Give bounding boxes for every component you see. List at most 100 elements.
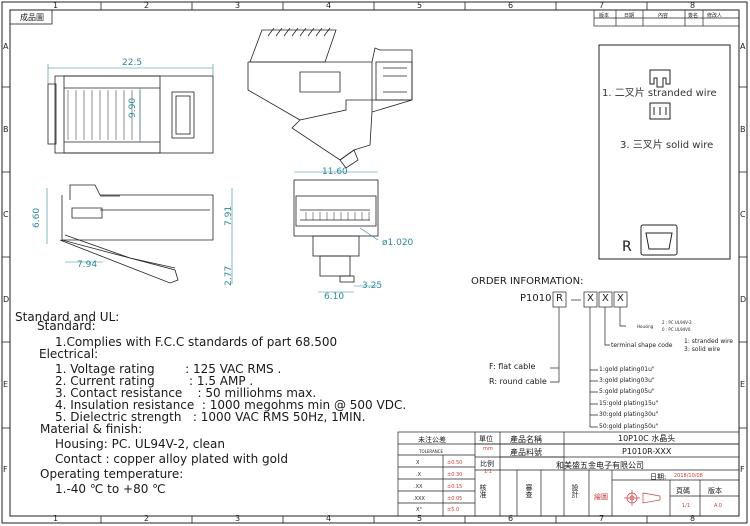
order-terminal-label: terminal shape code bbox=[611, 342, 673, 349]
tb-tol-k-3: .XXX bbox=[413, 496, 425, 502]
rev-header-version: 版本 bbox=[599, 13, 610, 19]
rev-header-date: 日期 bbox=[624, 13, 635, 19]
tb-unit-value: mm bbox=[483, 446, 493, 452]
spec-insulation: 4. Insulation resistance : 1000 megohms … bbox=[55, 398, 407, 412]
tb-tol-v-4: ±5.0 bbox=[447, 507, 460, 513]
zone-top-7: 7 bbox=[599, 1, 605, 10]
tb-name-value: 10P10C 水晶头 bbox=[618, 434, 676, 443]
dim-top-width: 22.5 bbox=[122, 58, 143, 68]
zone-side-c-right: C bbox=[740, 210, 746, 219]
tb-tol-v-0: ±0.50 bbox=[447, 460, 463, 466]
tb-unit-label: 單位 bbox=[479, 435, 493, 443]
tb-tol-k-4: X° bbox=[416, 507, 422, 513]
projection-symbol bbox=[624, 490, 661, 506]
tb-company: 和美盛五金电子有限公司 bbox=[556, 461, 644, 470]
tb-tol-v-2: ±0.15 bbox=[447, 484, 463, 490]
tb-name-label: 產品名稱 bbox=[510, 435, 542, 444]
iso-view bbox=[247, 27, 413, 169]
tb-drawing: 繪圖 bbox=[594, 493, 608, 501]
order-housing-1: 2 : PC UL94V-2 bbox=[662, 320, 692, 325]
tb-part-label: 產品料號 bbox=[510, 448, 542, 457]
tb-tol-k-1: .X bbox=[416, 472, 422, 478]
order-housing-2: 0 : PC UL94V0 bbox=[662, 327, 691, 332]
zone-top-1: 1 bbox=[53, 1, 59, 10]
zone-bottom-4: 4 bbox=[326, 514, 332, 523]
tb-scale-value: 1:1 bbox=[484, 469, 493, 475]
zone-bottom-7: 7 bbox=[599, 514, 605, 523]
spec-material-head: Material & finish: bbox=[40, 422, 143, 436]
top-view bbox=[47, 75, 214, 154]
zone-bottom-5: 5 bbox=[417, 514, 423, 523]
zone-top-8: 8 bbox=[690, 1, 696, 10]
spec-temp: 1.-40 ℃ to +80 ℃ bbox=[55, 482, 166, 496]
order-terminal-2: 3: solid wire bbox=[684, 346, 721, 353]
legend-item-3: 3. 三叉片 solid wire bbox=[620, 140, 714, 151]
order-connectors bbox=[550, 291, 628, 428]
tb-tolerance-cn: 未注公差 bbox=[418, 436, 446, 444]
title-block bbox=[397, 431, 740, 517]
tb-review: 審查 bbox=[525, 484, 533, 498]
zone-side-d-right: D bbox=[740, 295, 747, 304]
order-plating-1: 1:gold plating01u" bbox=[599, 366, 655, 373]
zone-bottom-3: 3 bbox=[235, 514, 241, 523]
order-prefix: P1010 bbox=[520, 293, 552, 304]
zone-bottom-6: 6 bbox=[508, 514, 514, 523]
tb-version-value: A.0 bbox=[714, 503, 723, 509]
dim-side-c: 2.77 bbox=[224, 265, 234, 286]
zone-side-a: A bbox=[3, 42, 9, 51]
spec-contact-resistance: 3. Contact resistance : 50 milliohms max… bbox=[55, 386, 317, 400]
order-terminal-1: 1: stranded wire bbox=[684, 338, 733, 345]
rev-header-modifier: 修改人 bbox=[707, 13, 723, 19]
spec-standard-1: 1.Complies with F.C.C standards of part … bbox=[55, 335, 338, 349]
legend-item-1: 1. 二叉片 stranded wire bbox=[602, 88, 717, 99]
tb-date-label: 日期: bbox=[650, 473, 667, 481]
spec-dielectric: 5. Dielectric strength : 1000 VAC RMS 50… bbox=[55, 410, 366, 424]
zone-bottom-1: 1 bbox=[53, 514, 59, 523]
dim-top-height: 9.90 bbox=[128, 97, 138, 118]
zone-side-a-right: A bbox=[740, 42, 746, 51]
front-view bbox=[293, 179, 379, 283]
zone-side-b: B bbox=[3, 125, 9, 134]
order-flat: F: flat cable bbox=[489, 362, 536, 371]
tb-tol-v-1: ±0.30 bbox=[447, 472, 463, 478]
tb-date-value: 2018/10/08 bbox=[674, 473, 703, 479]
tb-scale-label: 比例 bbox=[480, 460, 494, 468]
zone-side-d: D bbox=[3, 295, 10, 304]
rev-header-content: 內容 bbox=[658, 13, 669, 19]
spec-voltage: 1. Voltage rating : 125 VAC RMS . bbox=[55, 362, 282, 376]
order-box-1: R bbox=[556, 293, 563, 304]
zone-side-e: E bbox=[3, 380, 9, 389]
tb-tol-k-2: .XX bbox=[414, 484, 423, 490]
tb-tol-k-0: X bbox=[416, 460, 420, 466]
dim-front-width: 11.60 bbox=[322, 167, 348, 177]
spec-standard-head: Standard: bbox=[37, 319, 96, 333]
order-plating-3: 3:gold plating03u" bbox=[599, 377, 655, 384]
order-box-4: X bbox=[617, 293, 624, 304]
zone-side-c: C bbox=[3, 210, 9, 219]
rev-header-sign: 簽名 bbox=[688, 13, 699, 19]
order-plating-30: 30:gold plating30u" bbox=[599, 411, 659, 418]
tb-page-value: 1/1 bbox=[682, 503, 691, 509]
tb-version-label: 版本 bbox=[708, 487, 722, 495]
dim-side-a: 6.60 bbox=[32, 207, 42, 228]
spec-electrical-head: Electrical: bbox=[39, 347, 99, 361]
tb-check: 核准 bbox=[479, 484, 487, 498]
zone-side-e-right: E bbox=[740, 380, 746, 389]
spec-housing: Housing: PC. UL94V-2, clean bbox=[55, 437, 225, 451]
spec-temp-head: Operating temperature: bbox=[40, 467, 184, 481]
dim-front-b: 3.25 bbox=[362, 281, 383, 291]
order-housing-label: Housing bbox=[637, 324, 654, 329]
order-plating-5: 5:gold plating05u" bbox=[599, 388, 655, 395]
zone-side-f-right: F bbox=[740, 465, 745, 474]
zone-bottom-2: 2 bbox=[144, 514, 150, 523]
zone-side-f: F bbox=[3, 465, 8, 474]
order-box-3: X bbox=[602, 293, 609, 304]
spec-current: 2. Current rating : 1.5 AMP . bbox=[55, 374, 254, 388]
dim-pin-dia: ø1.020 bbox=[382, 238, 414, 248]
tb-design: 設計 bbox=[571, 484, 579, 498]
zone-top-6: 6 bbox=[508, 1, 514, 10]
tb-tolerance-en: TOLERANCE bbox=[419, 449, 444, 454]
spec-title: Standard and UL: bbox=[15, 310, 120, 324]
order-round: R: round cable bbox=[489, 377, 547, 386]
